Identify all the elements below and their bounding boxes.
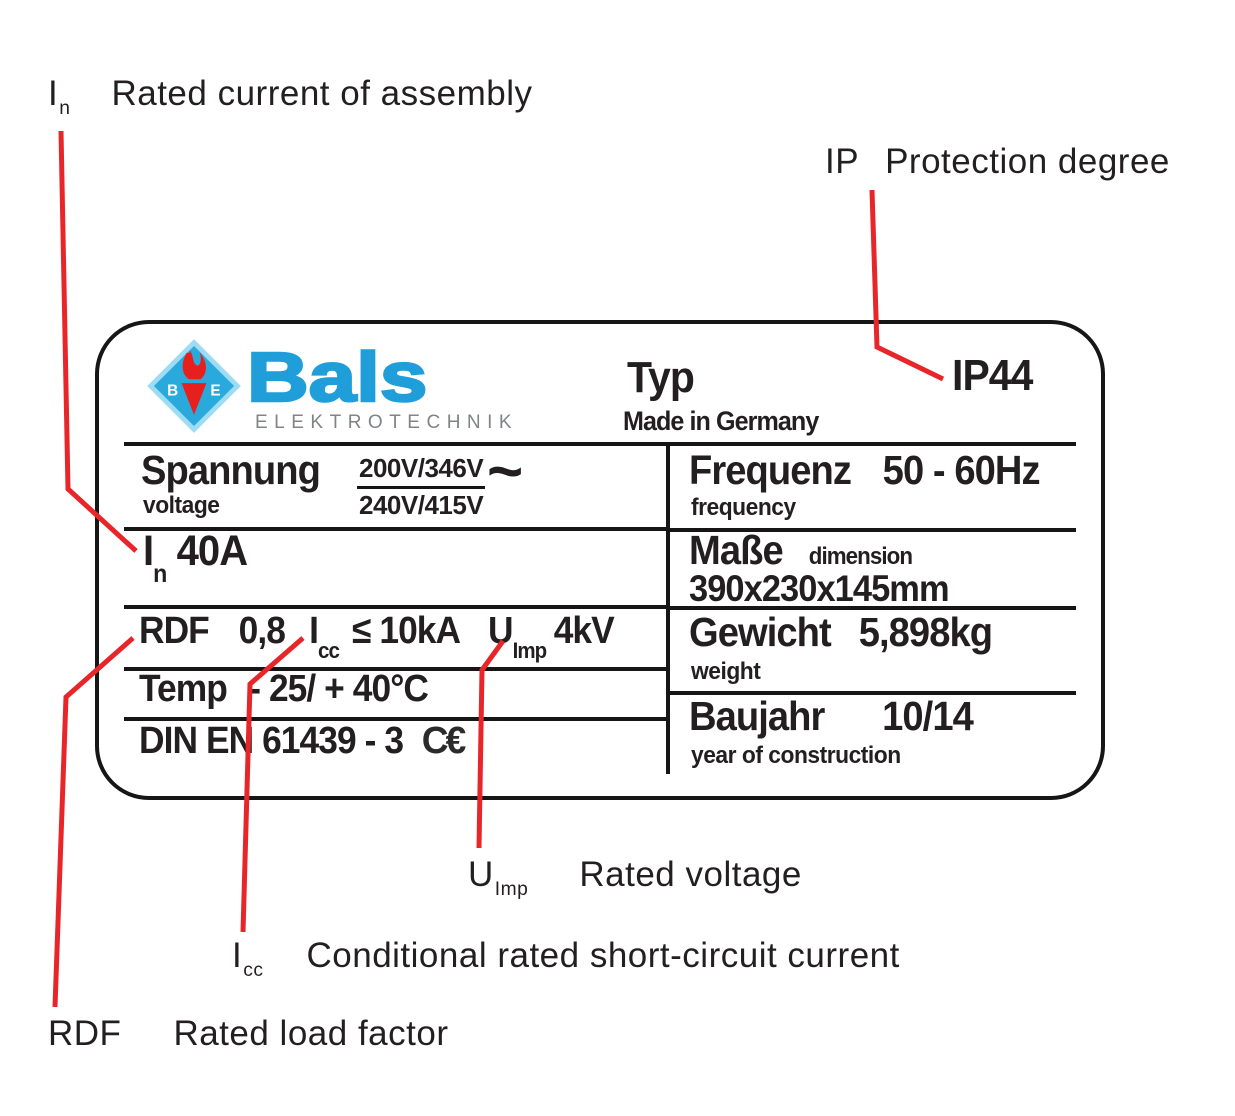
divider <box>124 442 1076 446</box>
rdf-icc-uimp-row: RDF 0,8 Icc ≤ 10kA UImp 4kV <box>139 610 615 664</box>
annotation-text: Rated current of assembly <box>111 74 533 113</box>
annotation-text: Conditional rated short-circuit current <box>306 936 900 975</box>
annotation-text: Protection degree <box>885 142 1170 181</box>
temperature-row: Temp - 25/ + 40°C <box>139 668 429 710</box>
annotation-text: Rated voltage <box>579 855 802 894</box>
divider <box>666 606 1076 610</box>
baujahr-value: 10/14 <box>882 693 974 739</box>
divider <box>124 717 670 721</box>
brand-subtitle: ELEKTROTECHNIK <box>255 412 519 433</box>
torch-icon <box>181 383 207 415</box>
frequency-subtitle: frequency <box>691 494 796 521</box>
baujahr-title: Baujahr <box>689 693 825 739</box>
divider <box>666 528 1076 532</box>
bals-logo-icon: B E <box>147 339 241 433</box>
logo-letter-e: E <box>210 383 220 400</box>
frequenz-title: Frequenz <box>689 447 852 493</box>
spannung-title: Spannung <box>141 447 321 493</box>
typ-heading: Typ <box>627 353 695 402</box>
brand-wordmark: Bals <box>245 338 428 416</box>
spannung-subtitle: voltage <box>143 492 220 519</box>
ac-wave-icon: ~ <box>487 437 524 506</box>
uimp-symbol: UImp <box>488 610 547 664</box>
divider <box>124 605 670 609</box>
divider <box>124 667 670 671</box>
rdf-label: RDF <box>139 610 210 652</box>
din-standard-row: DIN EN 61439 - 3 C€ <box>139 720 466 762</box>
year-row: Baujahr 10/14 <box>689 693 974 739</box>
divider <box>124 527 670 531</box>
logo-letter-b: B <box>167 383 178 400</box>
dimension-row: Maße dimension <box>689 527 913 573</box>
weight-subtitle: weight <box>691 658 761 685</box>
gewicht-title: Gewicht <box>689 609 832 655</box>
ip-symbol: IP <box>825 142 860 181</box>
temp-label: Temp <box>139 668 228 710</box>
weight-row: Gewicht 5,898kg <box>689 609 993 655</box>
column-divider <box>666 442 670 774</box>
divider <box>666 691 1076 695</box>
annotation-rated-load-factor: RDF Rated load factor <box>48 1014 449 1054</box>
rdf-value: 0,8 <box>238 610 286 652</box>
temp-value: - 25/ + 40°C <box>249 668 429 710</box>
icc-symbol: Icc <box>309 610 340 664</box>
masse-subtitle: dimension <box>808 543 913 570</box>
masse-title: Maße <box>689 527 784 573</box>
year-subtitle: year of construction <box>691 742 901 769</box>
dimension-value: 390x230x145mm <box>689 568 950 609</box>
gewicht-value: 5,898kg <box>858 609 993 655</box>
din-label: DIN EN 61439 - 3 <box>139 720 404 762</box>
rdf-symbol: RDF <box>48 1014 122 1053</box>
uimp-value: 4kV <box>553 610 615 652</box>
rated-current-row: In 40A <box>143 527 248 589</box>
annotation-text: Rated load factor <box>173 1014 449 1053</box>
annotation-protection-degree: IP Protection degree <box>825 142 1170 182</box>
frequenz-value: 50 - 60Hz <box>882 447 1041 493</box>
voltage-values: 200V/346V 240V/415V <box>357 453 486 521</box>
flame-icon <box>182 350 207 380</box>
nameplate-label: B E Bals ELEKTROTECHNIK Typ Made in Germ… <box>95 320 1105 800</box>
ce-mark-icon: C€ <box>421 720 466 762</box>
made-in-germany: Made in Germany <box>623 406 819 436</box>
voltage-top: 200V/346V <box>357 453 486 489</box>
frequency-row: Frequenz 50 - 60Hz <box>689 447 1041 493</box>
voltage-bottom: 240V/415V <box>359 489 484 520</box>
icc-value: ≤ 10kA <box>351 610 461 652</box>
ip-rating-value: IP44 <box>952 351 1033 400</box>
